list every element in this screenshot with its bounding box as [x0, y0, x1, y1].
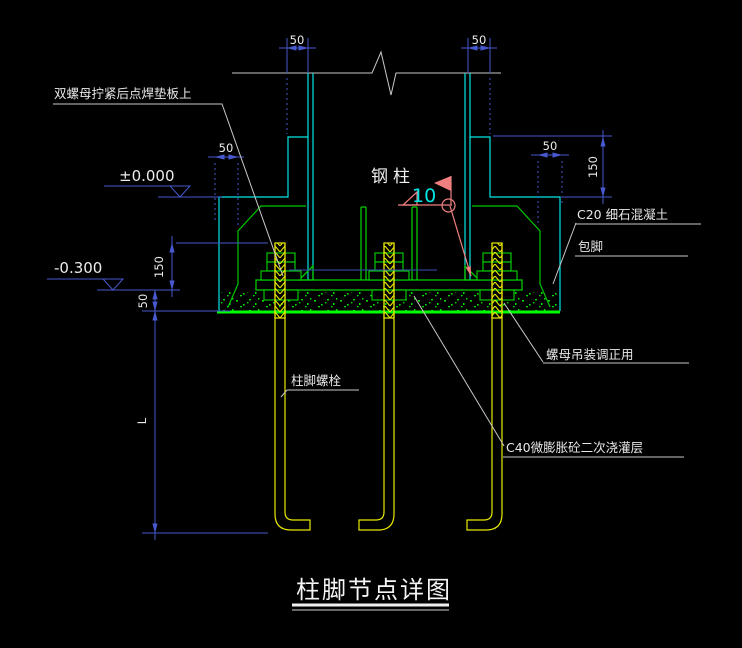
annotation-texts: 双螺母拧紧后点焊垫板上 钢柱 10 C20 细石混凝土 包脚 螺母吊装调正用 柱… — [54, 86, 668, 455]
dim-50-top-left: 50 — [290, 33, 305, 47]
dim-50-top-right: 50 — [472, 33, 487, 47]
field-weld-flag-icon — [434, 176, 451, 191]
dim-L-bolt-length: L — [135, 417, 149, 424]
fillet-weld-triangle-icon — [401, 190, 418, 206]
label-weld-note: 双螺母拧紧后点焊垫板上 — [54, 86, 192, 101]
dim-50-right: 50 — [543, 139, 558, 153]
concrete-wrap-outline — [218, 136, 561, 311]
label-steel-column: 钢柱 — [371, 167, 415, 187]
dim-50-left-low: 50 — [136, 294, 150, 309]
label-weld-size: 10 — [412, 185, 436, 207]
label-nut-adjust: 螺母吊装调正用 — [546, 347, 634, 362]
steel-column-flanges — [307, 73, 471, 280]
label-c40-grout: C40微膨胀砼二次浇灌层 — [506, 440, 643, 455]
drawing-title: 柱脚节点详图 — [296, 576, 452, 604]
level-ground: ±0.000 — [119, 167, 175, 185]
weld-all-around-icon — [441, 198, 456, 213]
level-base: -0.300 — [54, 259, 102, 277]
dim-150-right: 150 — [586, 156, 600, 178]
drawing-title-block: 柱脚节点详图 — [292, 576, 452, 611]
dimension-lines — [47, 38, 612, 540]
annotation-leaders — [53, 103, 701, 458]
break-line — [232, 50, 501, 96]
dim-150-left: 150 — [152, 256, 166, 278]
label-c20-concrete: C20 细石混凝土 — [577, 207, 668, 222]
anchor-bolts — [274, 242, 503, 531]
dim-50-left-mid: 50 — [219, 141, 234, 155]
weld-symbol — [398, 176, 472, 277]
label-anchor-bolt: 柱脚螺栓 — [291, 373, 342, 388]
wrap-inner-outline — [227, 205, 551, 308]
dimension-texts: 50 50 50 50 150 150 50 L ±0.000 -0.300 — [54, 33, 600, 424]
label-wrap-foot: 包脚 — [578, 239, 603, 254]
